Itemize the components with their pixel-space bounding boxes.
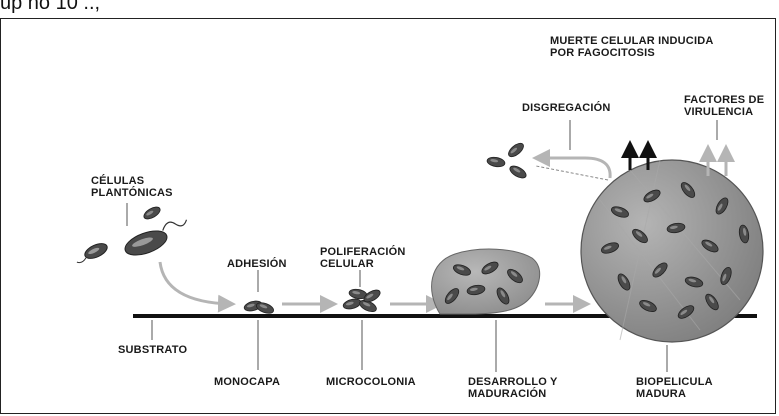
label-microcolony: MICROCOLONIA bbox=[326, 376, 416, 388]
planktonic-bacterium-large bbox=[121, 216, 192, 260]
label-planktonic-cells: CÉLULAS PLANTÓNICAS bbox=[91, 175, 173, 199]
released-cell-3 bbox=[508, 164, 528, 181]
label-virulence-factors: FACTORES DE VIRULENCIA bbox=[684, 94, 764, 118]
released-cell-2 bbox=[486, 156, 505, 168]
label-monolayer: MONOCAPA bbox=[214, 376, 280, 388]
label-development: DESARROLLO Y MADURACIÓN bbox=[468, 376, 558, 400]
label-phagocytosis: MUERTE CELULAR INDUCIDA POR FAGOCITOSIS bbox=[550, 35, 713, 59]
label-substrate: SUBSTRATO bbox=[118, 344, 187, 356]
planktonic-bacterium-small bbox=[74, 240, 110, 265]
disaggregation-dashed bbox=[536, 166, 608, 180]
development-biofilm bbox=[432, 249, 540, 314]
arrow-to-adhesion bbox=[160, 262, 230, 304]
label-adhesion: ADHESIÓN bbox=[227, 258, 287, 270]
adhesion-cells bbox=[243, 299, 275, 315]
planktonic-bacterium-tiny bbox=[142, 205, 162, 222]
label-proliferation: POLIFERACIÓN CELULAR bbox=[320, 246, 406, 270]
microcolony-cells bbox=[342, 288, 382, 314]
released-cell-1 bbox=[506, 141, 526, 159]
label-mature-biofilm: BIOPELICULA MADURA bbox=[636, 376, 713, 400]
label-disaggregation: DISGREGACIÓN bbox=[522, 102, 611, 114]
